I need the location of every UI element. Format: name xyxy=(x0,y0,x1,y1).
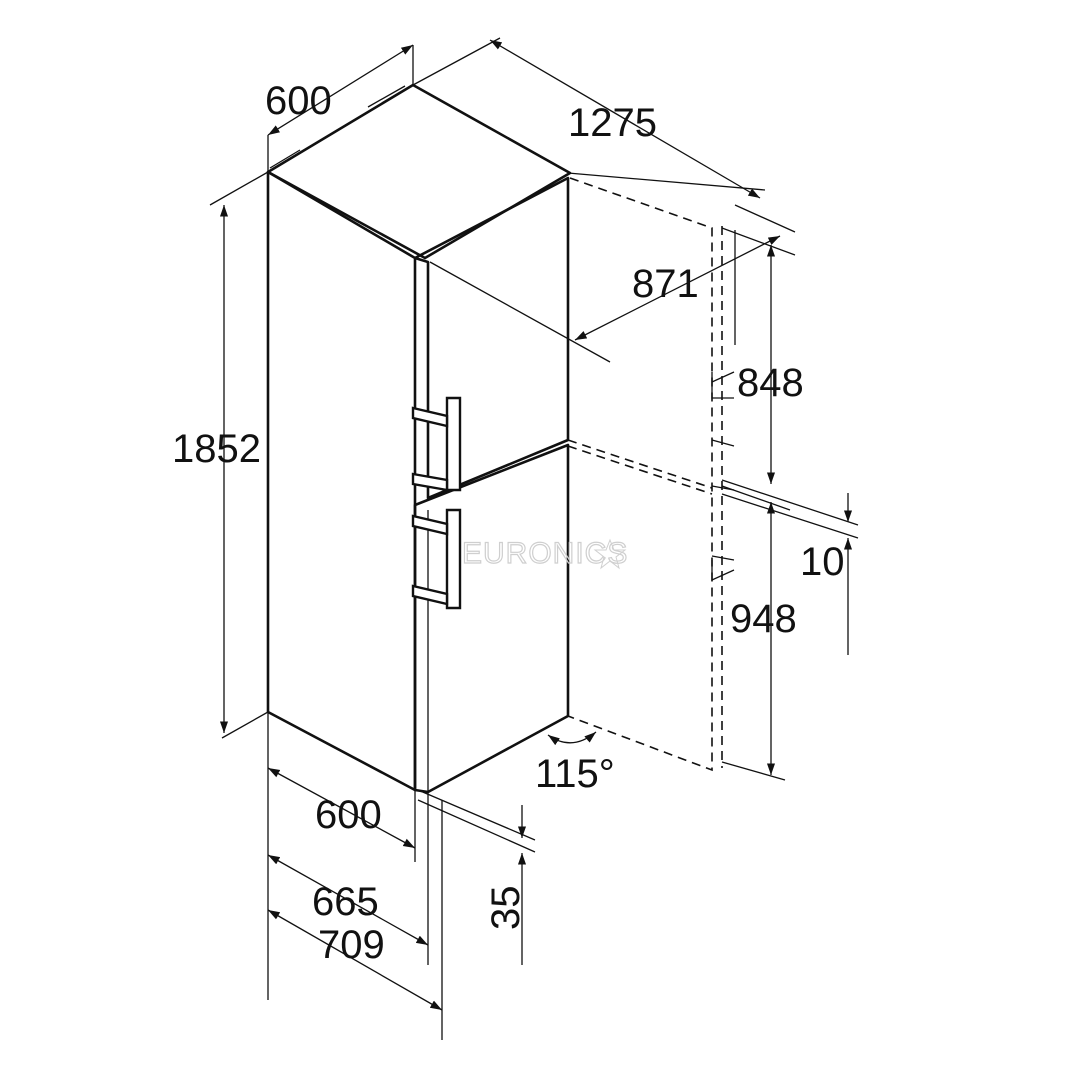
door-shelf-details-lower xyxy=(711,560,735,582)
label-total-height: 1852 xyxy=(172,427,261,471)
upper-handle-bar xyxy=(445,396,462,492)
opened-door-split-dashed xyxy=(567,439,713,489)
fridge-side-face xyxy=(266,170,417,792)
top-width-dim xyxy=(267,44,414,136)
opened-door-dashed xyxy=(567,177,713,772)
lower-door-front xyxy=(413,443,570,794)
watermark-star-icon xyxy=(593,538,627,570)
lower-door-ext xyxy=(721,761,786,781)
opened-door-split-dashed-2 xyxy=(567,445,713,495)
label-upper-door-height: 848 xyxy=(737,361,804,405)
upper-handle-bottom-mount xyxy=(411,472,449,492)
depth-open-dim xyxy=(489,39,761,199)
dimension-lines xyxy=(209,37,859,1040)
door-shelf-details xyxy=(711,371,735,561)
label-top-width: 600 xyxy=(265,79,332,123)
angle-arc xyxy=(547,731,597,746)
label-depth-without-handle: 665 xyxy=(312,880,379,924)
label-lower-door-height: 948 xyxy=(730,597,797,641)
label-gap: 10 xyxy=(800,540,845,584)
fridge-body xyxy=(266,83,572,794)
top-width-ext xyxy=(267,45,414,172)
bottom-width-dim xyxy=(267,767,416,849)
height-ext xyxy=(209,171,269,739)
label-door-open-depth: 1275 xyxy=(568,101,657,145)
depth-709-dim xyxy=(267,909,443,1011)
label-opening-angle: 115° xyxy=(535,752,615,796)
watermark-logo: EURONICS xyxy=(462,537,628,570)
door-handles xyxy=(411,396,462,610)
upper-door-front xyxy=(413,176,570,500)
label-door-swing-depth: 871 xyxy=(632,262,699,306)
upper-handle-top-mount xyxy=(411,406,449,428)
lower-handle-bottom-mount xyxy=(411,584,449,606)
swing-depth-ext xyxy=(429,204,796,363)
lower-handle-bar xyxy=(445,508,462,610)
label-wall-distance: 35 xyxy=(484,886,528,931)
gap-ext xyxy=(721,479,859,539)
swing-depth-dim xyxy=(574,235,781,341)
wall-ext xyxy=(417,789,536,853)
label-depth-with-handle: 709 xyxy=(318,923,385,967)
label-bottom-width: 600 xyxy=(315,793,382,837)
upper-door-ext xyxy=(721,227,796,511)
lower-handle-top-mount xyxy=(411,514,449,536)
